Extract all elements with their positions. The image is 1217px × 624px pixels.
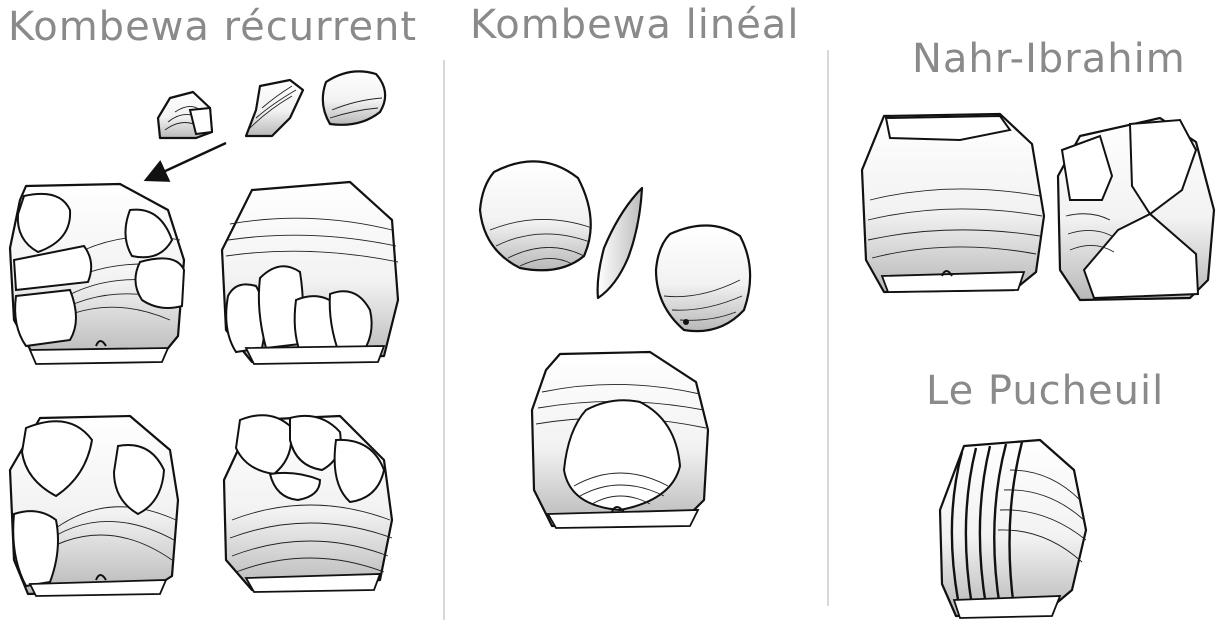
core-nahr-ibrahim-right	[1058, 118, 1214, 300]
core-recurrent-top-left	[10, 184, 184, 364]
core-recurrent-top-right	[222, 182, 398, 364]
core-nahr-ibrahim-left	[862, 114, 1044, 292]
kombewa-flake-profile	[598, 188, 642, 298]
small-flake-2	[246, 80, 303, 136]
core-recurrent-bottom-right	[224, 415, 392, 592]
core-recurrent-bottom-left	[10, 416, 178, 596]
core-lineal	[532, 352, 708, 528]
core-le-pucheuil	[940, 440, 1086, 618]
arrow-icon	[148, 143, 226, 179]
kombewa-flake-left	[480, 161, 592, 270]
small-flake-1	[158, 92, 212, 138]
small-flake-3	[323, 71, 385, 124]
kombewa-flake-right	[656, 225, 750, 331]
